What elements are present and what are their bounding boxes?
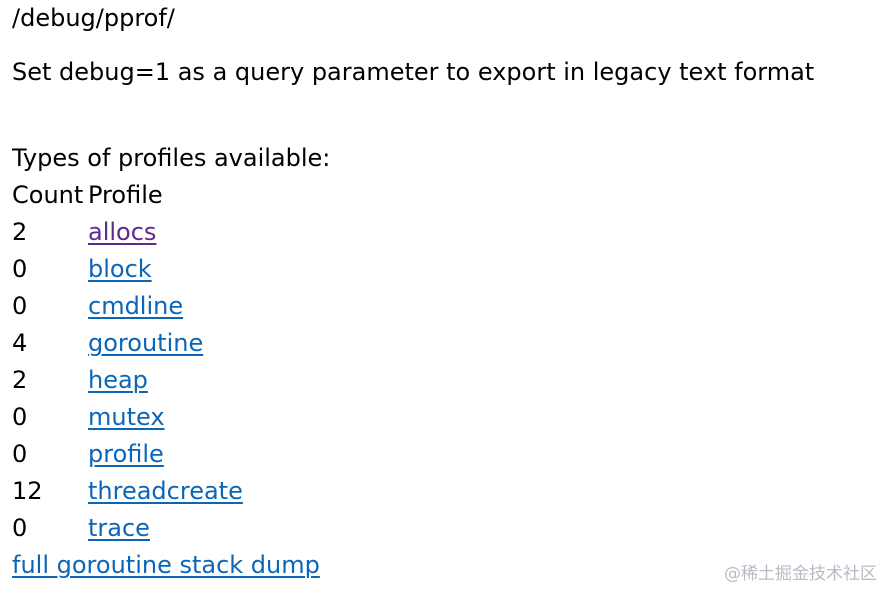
table-row: 0 profile <box>12 436 243 473</box>
profile-link-block[interactable]: block <box>88 255 152 283</box>
profile-count: 0 <box>12 440 28 468</box>
profile-count: 2 <box>12 218 28 246</box>
full-goroutine-stack-dump-link[interactable]: full goroutine stack dump <box>12 551 320 579</box>
profile-link-threadcreate[interactable]: threadcreate <box>88 477 243 505</box>
count-column-header: Count <box>12 181 84 209</box>
profile-count: 2 <box>12 366 28 394</box>
profile-link-goroutine[interactable]: goroutine <box>88 329 204 357</box>
profile-cell: mutex <box>88 399 243 436</box>
profile-cell: block <box>88 251 243 288</box>
profile-link-heap[interactable]: heap <box>88 366 148 394</box>
full-dump-line: full goroutine stack dump <box>12 547 882 584</box>
profile-cell: heap <box>88 362 243 399</box>
profile-cell: cmdline <box>88 288 243 325</box>
pprof-index-page: /debug/pprof/ Set debug=1 as a query par… <box>12 0 882 584</box>
table-header-row: Count Profile <box>12 177 243 214</box>
page-title: /debug/pprof/ <box>12 4 175 32</box>
page-description: Set debug=1 as a query parameter to expo… <box>12 58 815 86</box>
profile-link-mutex[interactable]: mutex <box>88 403 165 431</box>
table-row: 0 cmdline <box>12 288 243 325</box>
profile-count: 0 <box>12 255 28 283</box>
types-heading: Types of profiles available: <box>12 144 331 172</box>
profile-count: 0 <box>12 403 28 431</box>
table-row: 0 mutex <box>12 399 243 436</box>
profiles-table: Count Profile 2 allocs 0 block 0 cmdline… <box>8 177 247 547</box>
profile-count: 0 <box>12 514 28 542</box>
table-row: 0 block <box>12 251 243 288</box>
profile-link-cmdline[interactable]: cmdline <box>88 292 184 320</box>
profile-link-trace[interactable]: trace <box>88 514 150 542</box>
table-row: 4 goroutine <box>12 325 243 362</box>
watermark: @稀土掘金技术社区 <box>724 564 877 584</box>
profile-cell: allocs <box>88 214 243 251</box>
profile-cell: profile <box>88 436 243 473</box>
table-row: 2 heap <box>12 362 243 399</box>
profile-cell: trace <box>88 510 243 547</box>
profile-cell: goroutine <box>88 325 243 362</box>
profile-link-allocs[interactable]: allocs <box>88 218 157 246</box>
profile-count: 12 <box>12 477 43 505</box>
table-row: 12 threadcreate <box>12 473 243 510</box>
profile-count: 4 <box>12 329 28 357</box>
table-row: 2 allocs <box>12 214 243 251</box>
table-row: 0 trace <box>12 510 243 547</box>
profile-count: 0 <box>12 292 28 320</box>
profile-link-profile[interactable]: profile <box>88 440 164 468</box>
profile-cell: threadcreate <box>88 473 243 510</box>
profile-column-header: Profile <box>88 181 163 209</box>
